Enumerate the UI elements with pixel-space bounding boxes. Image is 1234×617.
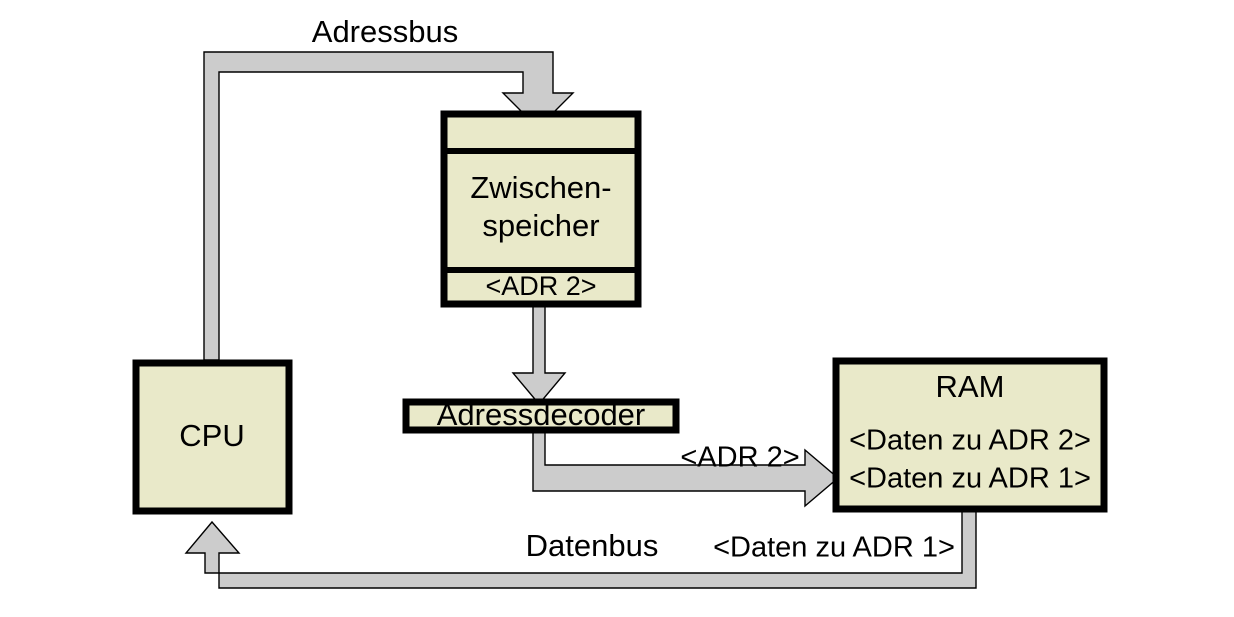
ram-row1-label: <Daten zu ADR 2> [849,425,1091,457]
cpu-box[interactable] [132,359,293,515]
connector-decoder-to-ram [532,429,840,508]
addressbus-label: Adressbus [312,14,458,49]
ram-row2-label: <Daten zu ADR 1> [849,463,1091,495]
adr2-arrow-label: <ADR 2> [680,442,799,474]
datenbus-label: Datenbus [526,528,659,563]
node-cpu[interactable]: CPU [132,359,293,515]
node-ram[interactable]: RAM <Daten zu ADR 2> <Daten zu ADR 1> [832,357,1108,513]
node-latch[interactable]: Zwischen- speicher <ADR 2> [440,110,642,308]
address-decoder-label: Adressdecoder [437,397,646,432]
cpu-label: CPU [179,418,244,453]
ram-box[interactable] [832,357,1108,513]
latch-to-decoder-arrow [511,303,567,406]
address-decoder-box[interactable] [402,398,680,434]
datenbus-path [184,509,977,589]
latch-label-line2: speicher [482,208,599,243]
ram-title-label: RAM [936,369,1005,404]
decoder-to-ram-arrow [532,429,840,508]
connector-latch-to-decoder [511,303,567,406]
latch-label-line1: Zwischen- [470,170,611,205]
datenbus-payload-label: <Daten zu ADR 1> [713,532,955,564]
connector-datenbus [184,509,977,589]
latch-footer-label: <ADR 2> [485,271,596,301]
node-address-decoder[interactable]: Adressdecoder [402,397,680,434]
